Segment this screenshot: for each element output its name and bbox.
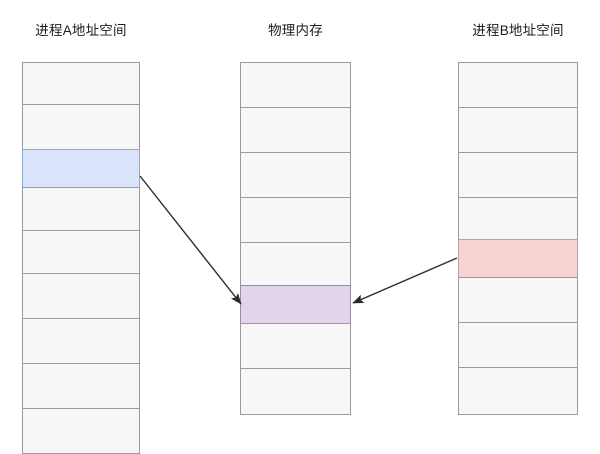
memory-cell (458, 152, 578, 197)
memory-cell (458, 277, 578, 322)
memory-cell (22, 273, 140, 318)
memory-cell (240, 107, 351, 152)
column-title-process-b: 进程B地址空间 (472, 23, 564, 38)
memory-column-process-a (22, 62, 140, 454)
memory-column-physical-memory (240, 62, 351, 415)
memory-cell (22, 62, 140, 104)
memory-cell (22, 230, 140, 273)
memory-cell (240, 368, 351, 415)
memory-column-process-b (458, 62, 578, 415)
column-title-process-a: 进程A地址空间 (35, 23, 127, 38)
memory-cell (22, 408, 140, 454)
memory-cell (22, 363, 140, 408)
memory-cell (22, 104, 140, 149)
memory-cell (240, 242, 351, 285)
memory-cell (22, 318, 140, 363)
memory-cell (458, 367, 578, 415)
arrow-b-to-physical (352, 257, 458, 304)
memory-cell-highlighted (458, 239, 578, 277)
memory-cell (458, 322, 578, 367)
memory-cell-highlighted (240, 285, 351, 323)
memory-cell (22, 187, 140, 230)
shared-memory-diagram: 进程A地址空间 物理内存 进程B地址空间 (22, 23, 578, 454)
memory-cell (240, 323, 351, 368)
column-title-physical-memory: 物理内存 (268, 23, 323, 38)
memory-cell (458, 107, 578, 152)
memory-cell-highlighted (22, 149, 140, 187)
memory-cell (240, 62, 351, 107)
arrow-a-to-physical (139, 175, 242, 305)
memory-cell (458, 197, 578, 239)
memory-cell (240, 152, 351, 197)
memory-cell (458, 62, 578, 107)
memory-cell (240, 197, 351, 242)
